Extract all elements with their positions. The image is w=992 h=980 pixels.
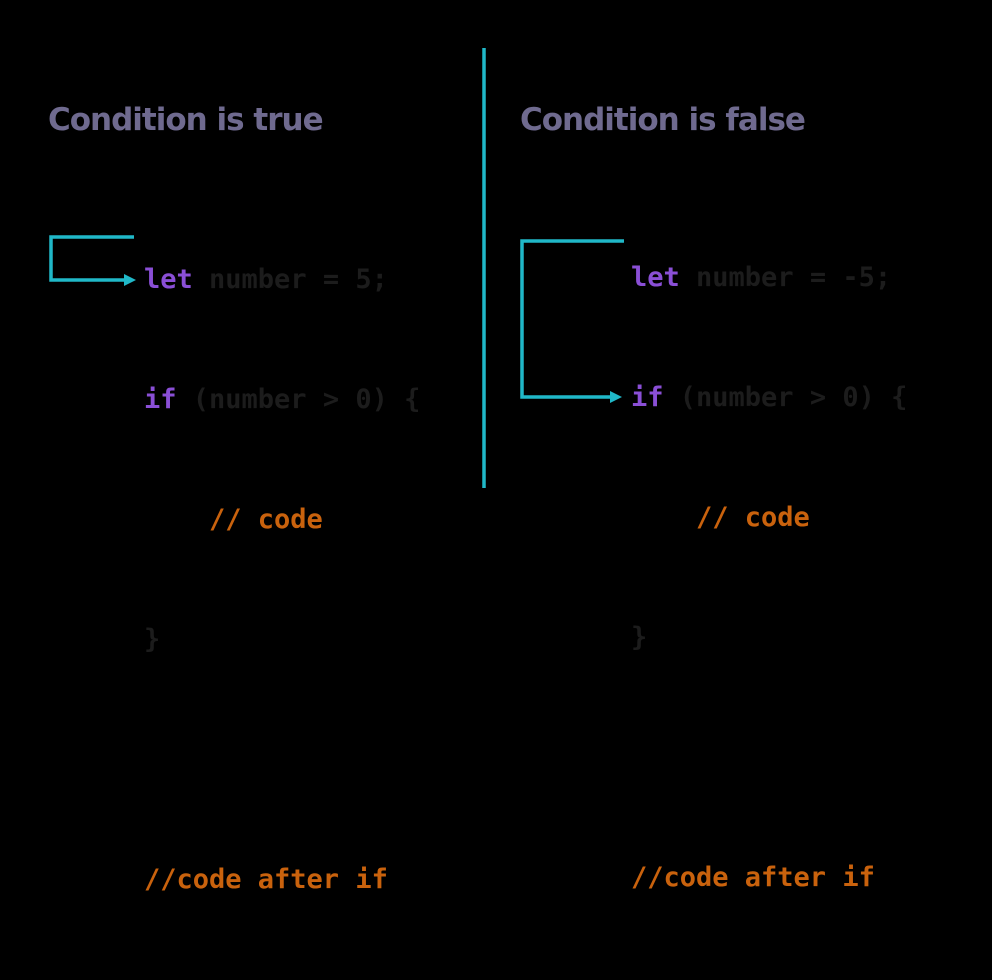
left-code-line-blank — [144, 740, 420, 780]
if-condition: (number > 0) { — [663, 382, 908, 413]
right-code-line-if: if (number > 0) { — [631, 378, 907, 418]
right-code-line-close-brace: } — [631, 622, 648, 653]
let-statement-rest: number = 5; — [192, 264, 388, 295]
right-code-line-let: let number = -5; — [631, 258, 907, 298]
let-keyword: let — [144, 264, 193, 295]
left-code-line-inner-comment: // code — [144, 504, 323, 535]
left-panel-condition-true: Condition is true let number = 5; if (nu… — [0, 0, 484, 895]
right-panel-condition-false: Condition is false let number = -5; if (… — [484, 0, 992, 893]
right-panel-title: Condition is false — [520, 102, 806, 138]
right-code-line-after-if: //code after if — [631, 862, 875, 893]
right-code-block: let number = -5; if (number > 0) { // co… — [631, 178, 907, 978]
let-keyword: let — [631, 262, 680, 293]
if-keyword: if — [631, 382, 664, 413]
left-panel-title: Condition is true — [48, 102, 324, 138]
left-code-line-let: let number = 5; — [144, 260, 420, 300]
left-code-block: let number = 5; if (number > 0) { // cod… — [144, 180, 420, 980]
right-code-line-blank — [631, 738, 907, 778]
let-statement-rest: number = -5; — [679, 262, 892, 293]
left-code-line-after-if: //code after if — [144, 864, 388, 895]
left-code-line-if: if (number > 0) { — [144, 380, 420, 420]
right-code-line-inner-comment: // code — [631, 502, 810, 533]
if-keyword: if — [144, 384, 177, 415]
if-condition: (number > 0) { — [176, 384, 421, 415]
left-code-line-close-brace: } — [144, 624, 161, 655]
